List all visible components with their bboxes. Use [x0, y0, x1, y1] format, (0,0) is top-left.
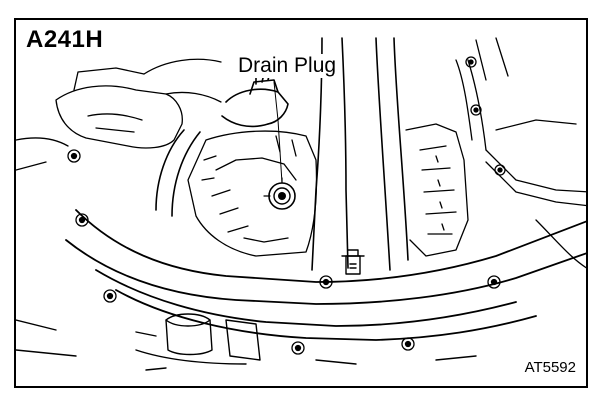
pan-bolts — [67, 149, 501, 355]
flange-bolts-right — [465, 56, 506, 176]
drain-pipe — [155, 71, 289, 217]
transmission-case — [187, 130, 318, 257]
figure-frame: A241H Drain Plug AT5592 — [14, 18, 588, 388]
center-stud — [341, 249, 365, 275]
drain-plug-callout: Drain Plug — [236, 54, 339, 78]
housing-right — [405, 37, 586, 269]
figure-code: AT5592 — [522, 359, 578, 376]
transmission-line-drawing — [16, 37, 586, 371]
callout-leader-line — [273, 81, 283, 184]
drain-plug — [263, 177, 296, 210]
model-label: A241H — [26, 26, 104, 53]
oil-pan — [65, 209, 586, 341]
housing-left — [16, 58, 222, 171]
lower-components — [16, 313, 477, 371]
